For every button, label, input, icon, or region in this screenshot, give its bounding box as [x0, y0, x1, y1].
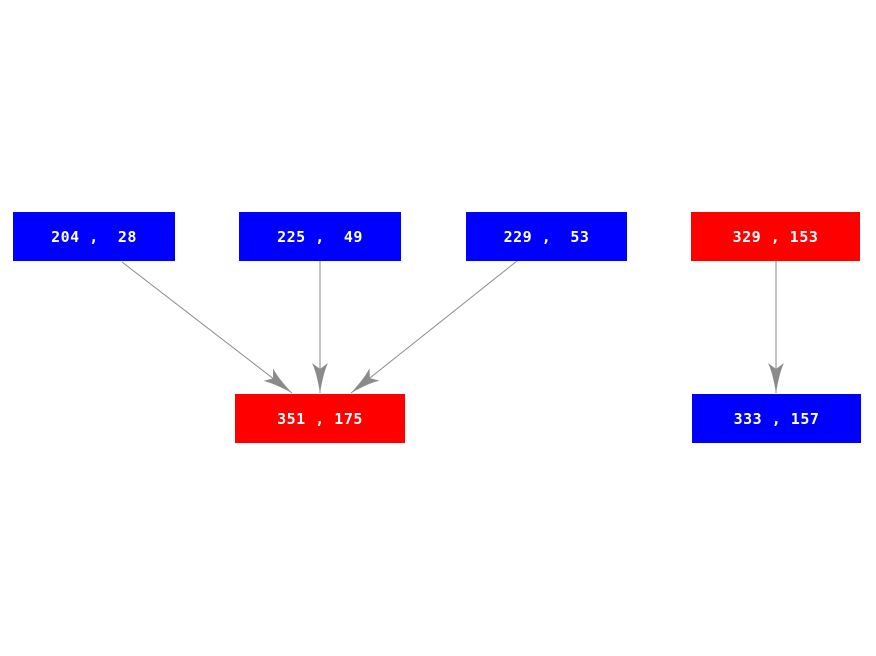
node-label: 351 , 175: [277, 409, 363, 428]
graph-node-n5: 351 , 175: [235, 394, 405, 443]
graph-node-n4: 329 , 153: [691, 212, 860, 261]
graph-node-n2: 225 , 49: [239, 212, 401, 261]
node-label: 333 , 157: [733, 409, 820, 428]
node-label: 204 , 28: [51, 227, 137, 246]
graph-node-n1: 204 , 28: [13, 212, 175, 261]
edge-arrow-n3-n5: [350, 260, 518, 394]
graph-node-n3: 229 , 53: [466, 212, 627, 261]
node-label: 329 , 153: [732, 227, 819, 246]
graph-node-n6: 333 , 157: [692, 394, 861, 443]
edge-arrow-n1-n5: [121, 261, 293, 394]
node-label: 229 , 53: [503, 227, 590, 246]
node-label: 225 , 49: [277, 227, 363, 246]
